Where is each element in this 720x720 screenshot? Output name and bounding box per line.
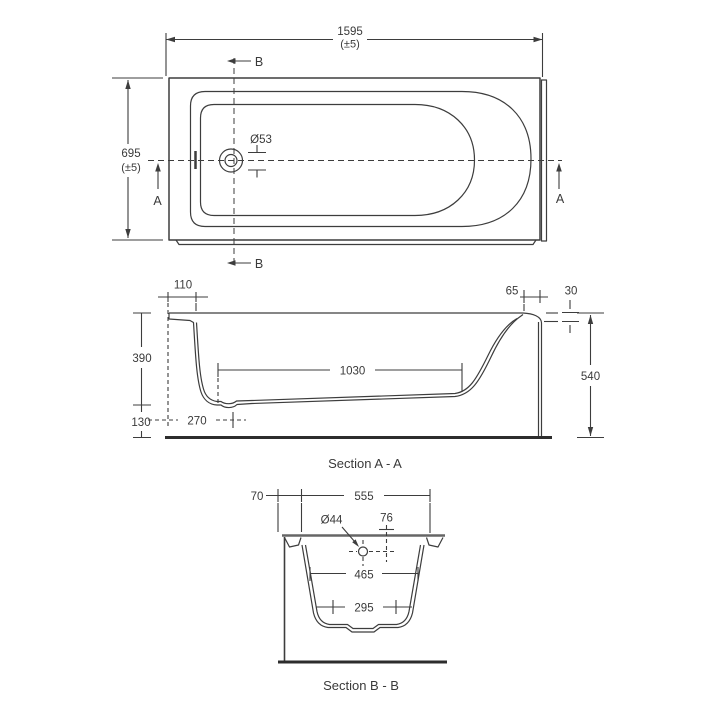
- arrowhead: [556, 163, 562, 172]
- bb-top-width-value: 555: [354, 491, 373, 503]
- bb-drain-offset-value: 76: [380, 513, 393, 525]
- plan-drain-diameter-label: Ø53: [250, 134, 272, 146]
- plan-width-tolerance: (±5): [121, 162, 140, 174]
- tub-basin-edge: [199, 103, 476, 217]
- panel-outer-line: [522, 312, 543, 436]
- aa-depth-value: 390: [132, 353, 151, 365]
- aa-flat-bottom-value: 1030: [340, 366, 366, 378]
- section-b-letter: B: [255, 257, 263, 271]
- arrowhead: [352, 539, 359, 547]
- arrowhead: [125, 80, 131, 89]
- tub-shell-outer: [301, 544, 425, 633]
- section-a-letter: A: [556, 192, 565, 206]
- section-b-markers: B B: [227, 55, 263, 271]
- section-a-letter: A: [153, 194, 162, 208]
- right-rim-lip: [425, 537, 444, 548]
- dim-aa-drain-offset: 270: [148, 412, 246, 428]
- plan-view: Ø53 1595 (±5) 695 (±5): [112, 26, 565, 271]
- arrowhead: [227, 58, 236, 64]
- dim-plan-width: 695 (±5): [112, 77, 163, 241]
- section-a-markers: A A: [153, 163, 565, 208]
- section-aa-view: 110 390 130 270: [131, 280, 604, 471]
- aa-drain-offset-value: 270: [187, 416, 206, 428]
- arrowhead: [587, 315, 594, 324]
- drain-outer-circle: [218, 148, 244, 173]
- plan-length-tolerance: (±5): [340, 39, 359, 51]
- dim-bb-bottom-width: 295: [316, 600, 412, 615]
- arrowhead: [125, 229, 131, 238]
- drain-circle: [357, 546, 369, 557]
- dim-aa-flat-bottom: 1030: [217, 363, 463, 403]
- dim-bb-mid-width: 465: [309, 567, 419, 582]
- dim-bb-drain-offset: 76: [379, 513, 394, 562]
- section-bb-view: Ø44 76 70 555: [251, 489, 447, 693]
- dim-aa-depth: 390: [132, 312, 152, 406]
- dim-aa-rim-drop: 30: [544, 286, 579, 333]
- plan-length-value: 1595: [337, 26, 363, 38]
- tub-bottom-skirt: [175, 239, 537, 246]
- bb-bottom-width-value: 295: [354, 603, 373, 615]
- dim-aa-overall-height: 540: [577, 312, 604, 439]
- plan-width-value: 695: [121, 148, 140, 160]
- arrowhead: [533, 36, 543, 43]
- bb-drain-diameter-label: Ø44: [321, 515, 343, 527]
- dim-plan-length: 1595 (±5): [165, 26, 544, 77]
- section-aa-title: Section A - A: [328, 456, 402, 471]
- section-b-letter: B: [255, 55, 263, 69]
- dim-aa-base-height: 130: [131, 405, 151, 439]
- tub-shell-inner: [304, 544, 422, 630]
- tub-shell-outer: [168, 313, 524, 409]
- aa-overall-height-value: 540: [581, 371, 600, 383]
- tub-outer-rect: [168, 77, 541, 241]
- tub-inner-rim: [189, 90, 532, 228]
- aa-rim-drop-value: 30: [565, 286, 578, 298]
- bb-rim-side-value: 70: [251, 491, 264, 503]
- drain-inner-circle: [224, 153, 238, 168]
- aa-base-height-value: 130: [131, 417, 150, 429]
- bb-mid-width-value: 465: [354, 570, 373, 582]
- arrowhead: [155, 163, 161, 172]
- dim-aa-rim-head: 110: [158, 280, 208, 428]
- arrowhead: [227, 260, 236, 266]
- leader-line: [341, 526, 356, 543]
- aa-rim-head-value: 110: [174, 280, 192, 292]
- aa-rim-foot-value: 65: [506, 286, 519, 298]
- arrowhead: [166, 36, 175, 43]
- arrowhead: [587, 427, 594, 436]
- dim-aa-rim-foot: 65: [506, 286, 548, 311]
- dim-bb-top-width: 555: [301, 489, 431, 533]
- left-rim-lip: [283, 537, 302, 548]
- section-bb-title: Section B - B: [323, 678, 399, 693]
- tub-shell-inner: [195, 317, 518, 405]
